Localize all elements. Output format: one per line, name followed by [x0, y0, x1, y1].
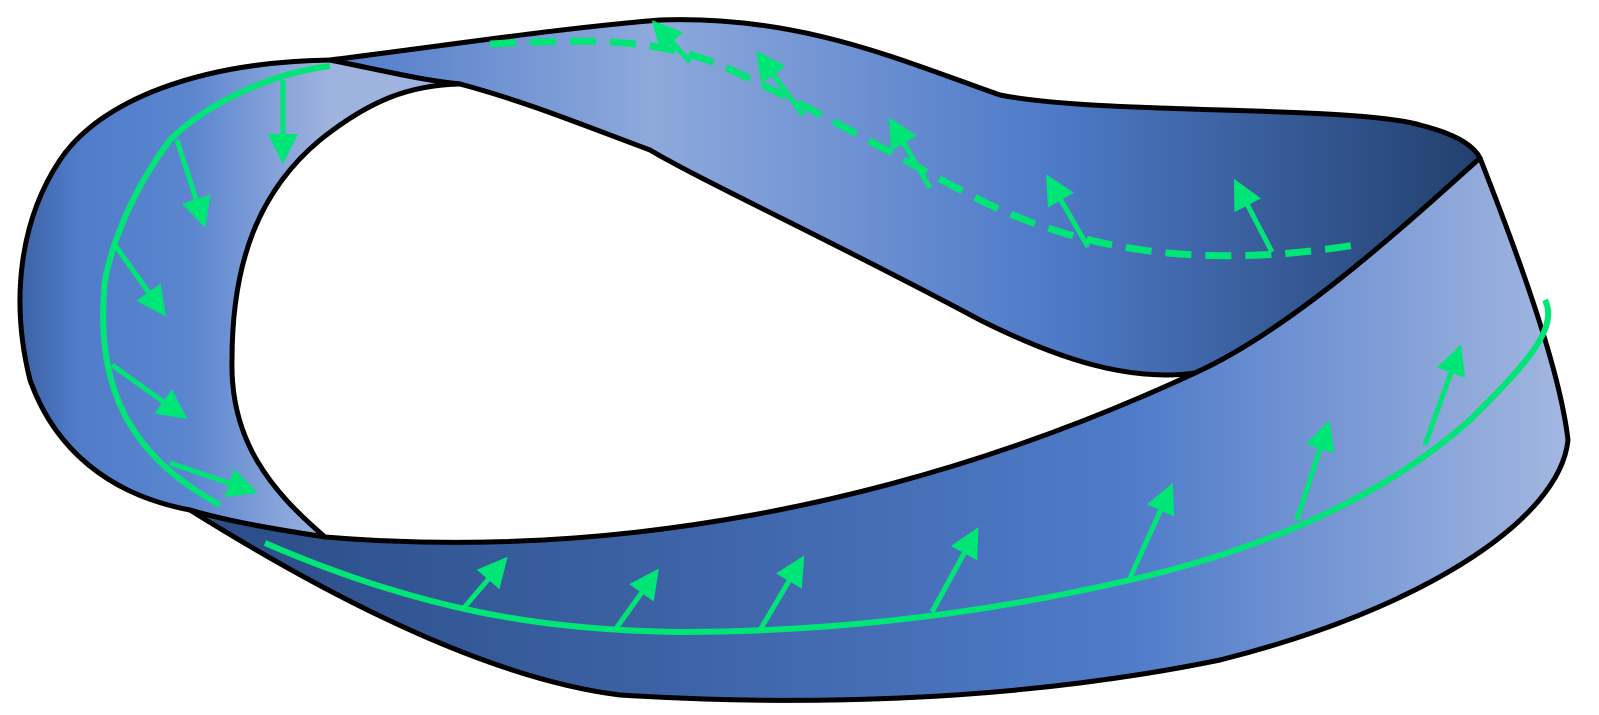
strip-left-band: [20, 60, 460, 537]
